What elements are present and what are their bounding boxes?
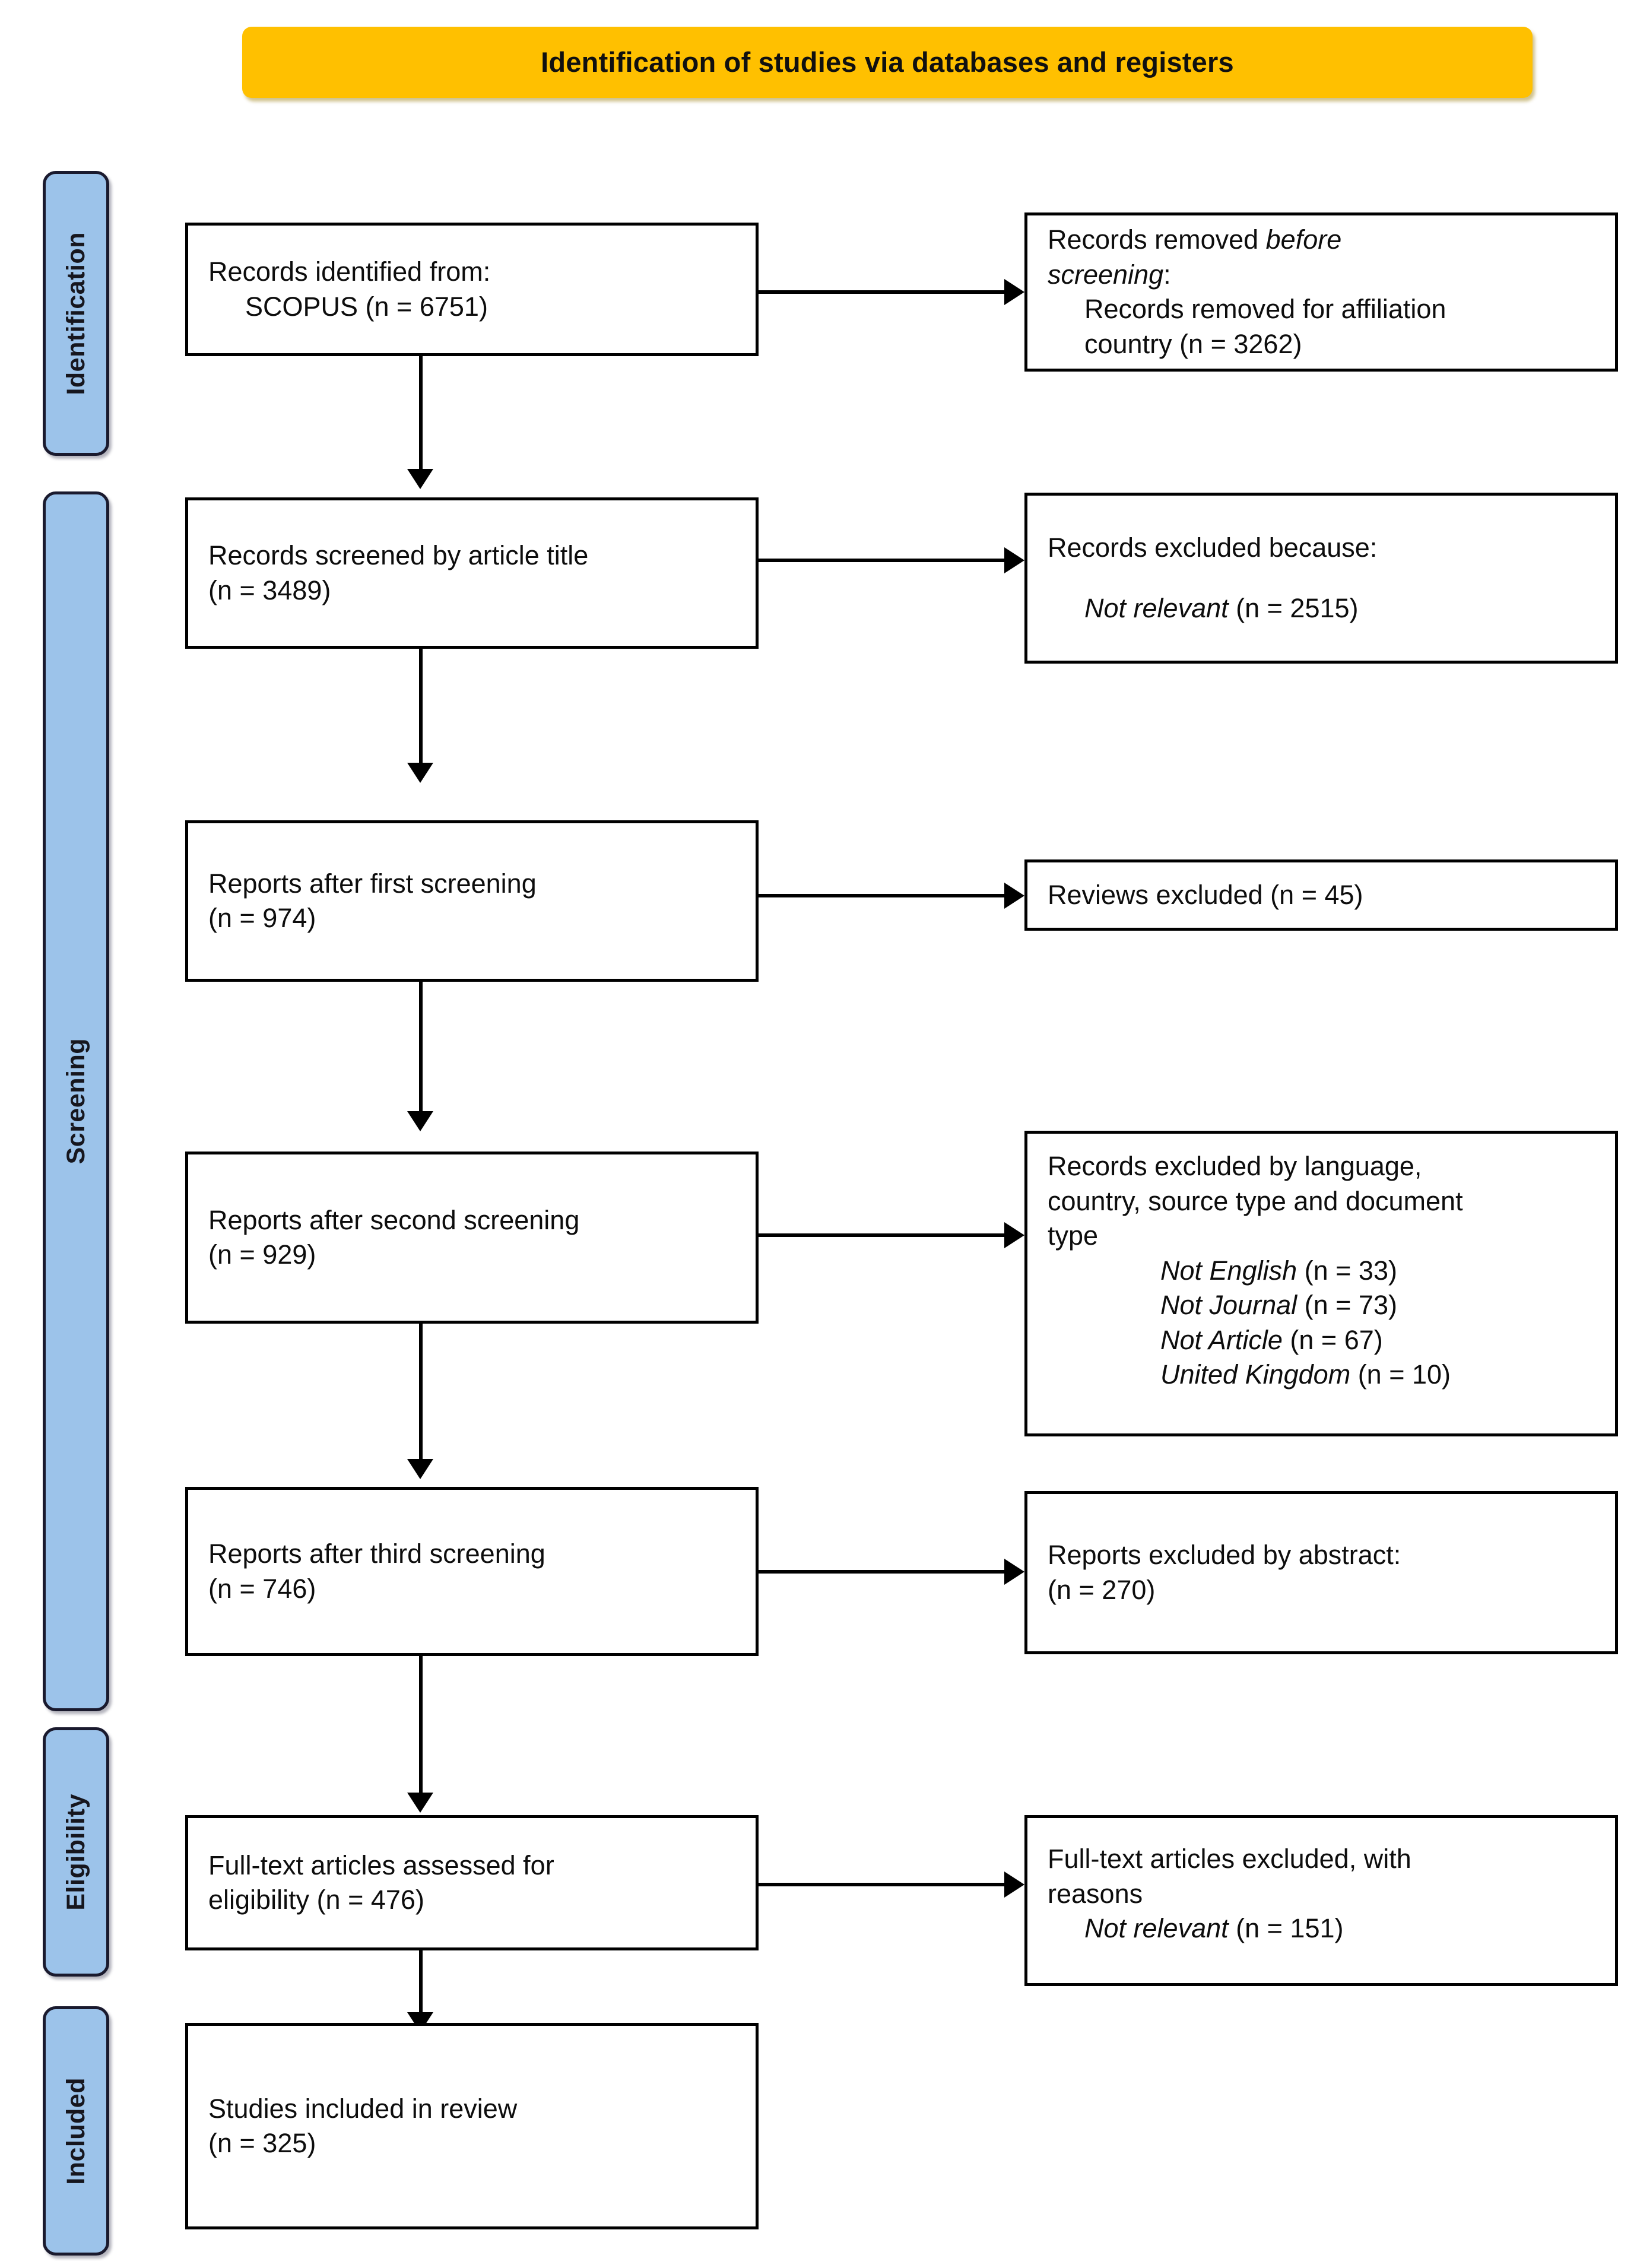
arrow-right-row1	[1004, 279, 1024, 305]
arrow-right-row4	[1004, 1222, 1024, 1248]
node-records-screened: Records screened by article title (n = 3…	[185, 497, 759, 649]
phase-bar-screening: Screening	[43, 491, 109, 1711]
records-identified-line1: Records identified from:	[208, 256, 491, 287]
records-excluded-lang-item1: Not English (n = 33)	[1160, 1255, 1397, 1286]
phase-label-screening: Screening	[61, 1038, 90, 1165]
records-removed-line1: Records removed before	[1048, 224, 1342, 255]
fulltext-excluded-line2: reasons	[1048, 1878, 1143, 1909]
connector-v-row3-row4	[419, 982, 423, 1123]
reports-second-line2: (n = 929)	[208, 1239, 316, 1270]
node-reports-third-screening: Reports after third screening (n = 746)	[185, 1487, 759, 1656]
reports-excluded-abstract-line2: (n = 270)	[1048, 1574, 1156, 1605]
node-records-excluded-language: Records excluded by language, country, s…	[1024, 1131, 1618, 1436]
diagram-header-banner: Identification of studies via databases …	[242, 27, 1533, 98]
node-fulltext-excluded: Full-text articles excluded, with reason…	[1024, 1815, 1618, 1986]
phase-bar-included: Included	[43, 2006, 109, 2256]
phase-label-eligibility: Eligibility	[61, 1793, 90, 1911]
records-excluded-lang-item3: Not Article (n = 67)	[1160, 1324, 1383, 1355]
connector-h-row6	[759, 1883, 1004, 1886]
phase-label-included: Included	[61, 2077, 90, 2185]
connector-v-row4-row5	[419, 1324, 423, 1471]
reports-third-line1: Reports after third screening	[208, 1539, 545, 1569]
arrow-down-row3-row4	[407, 1111, 433, 1131]
node-reviews-excluded: Reviews excluded (n = 45)	[1024, 859, 1618, 931]
records-removed-line3: Records removed for affiliation	[1084, 294, 1446, 324]
phase-label-identification: Identification	[61, 231, 90, 395]
reports-third-line2: (n = 746)	[208, 1573, 316, 1604]
fulltext-excluded-line3: Not relevant (n = 151)	[1084, 1913, 1344, 1943]
phase-bar-identification: Identification	[43, 171, 109, 456]
records-excluded-lang-line2: country, source type and document	[1048, 1185, 1463, 1216]
node-studies-included: Studies included in review (n = 325)	[185, 2023, 759, 2229]
records-excluded-lang-line3: type	[1048, 1220, 1099, 1251]
reports-excluded-abstract-line1: Reports excluded by abstract:	[1048, 1540, 1401, 1570]
records-identified-line2: SCOPUS (n = 6751)	[245, 291, 488, 322]
fulltext-excluded-line1: Full-text articles excluded, with	[1048, 1844, 1411, 1874]
node-reports-first-screening: Reports after first screening (n = 974)	[185, 820, 759, 982]
records-excluded-line2: Not relevant (n = 2515)	[1084, 593, 1359, 623]
connector-h-row2	[759, 559, 1004, 562]
arrow-right-row5	[1004, 1559, 1024, 1585]
connector-h-row5	[759, 1570, 1004, 1574]
banner-title: Identification of studies via databases …	[541, 46, 1234, 78]
records-removed-line4: country (n = 3262)	[1084, 328, 1302, 359]
arrow-down-row5-row6	[407, 1793, 433, 1813]
studies-included-line2: (n = 325)	[208, 2128, 316, 2158]
phase-bar-eligibility: Eligibility	[43, 1727, 109, 1977]
records-excluded-lang-item4: United Kingdom (n = 10)	[1160, 1359, 1451, 1390]
node-records-excluded-because: Records excluded because: Not relevant (…	[1024, 493, 1618, 664]
records-removed-line2: screening:	[1048, 259, 1171, 290]
node-records-identified: Records identified from: SCOPUS (n = 675…	[185, 223, 759, 356]
connector-v-row6-row7	[419, 1950, 423, 2029]
arrow-right-row2	[1004, 547, 1024, 573]
arrow-down-row2-row3	[407, 763, 433, 783]
arrow-down-row4-row5	[407, 1459, 433, 1479]
node-reports-second-screening: Reports after second screening (n = 929)	[185, 1152, 759, 1324]
reviews-excluded-line1: Reviews excluded (n = 45)	[1048, 879, 1363, 910]
arrow-right-row3	[1004, 883, 1024, 909]
connector-h-row4	[759, 1233, 1004, 1237]
fulltext-assessed-line2: eligibility (n = 476)	[208, 1885, 424, 1915]
connector-v-row2-row3	[419, 649, 423, 775]
connector-v-row5-row6	[419, 1656, 423, 1804]
node-fulltext-assessed: Full-text articles assessed for eligibil…	[185, 1815, 759, 1950]
connector-v-row1-row2	[419, 356, 423, 481]
records-excluded-lang-line1: Records excluded by language,	[1048, 1151, 1422, 1181]
reports-second-line1: Reports after second screening	[208, 1204, 580, 1235]
records-screened-line2: (n = 3489)	[208, 575, 331, 605]
node-reports-excluded-abstract: Reports excluded by abstract: (n = 270)	[1024, 1491, 1618, 1654]
connector-h-row3	[759, 894, 1004, 897]
reports-first-line1: Reports after first screening	[208, 868, 537, 899]
arrow-right-row6	[1004, 1872, 1024, 1898]
reports-first-line2: (n = 974)	[208, 903, 316, 933]
records-excluded-line1: Records excluded because:	[1048, 532, 1378, 563]
studies-included-line1: Studies included in review	[208, 2093, 518, 2124]
node-records-removed-before-screening: Records removed before screening: Record…	[1024, 212, 1618, 372]
records-screened-line1: Records screened by article title	[208, 540, 589, 570]
records-excluded-lang-item2: Not Journal (n = 73)	[1160, 1290, 1397, 1320]
arrow-down-row1-row2	[407, 469, 433, 489]
connector-h-row1	[759, 290, 1004, 294]
fulltext-assessed-line1: Full-text articles assessed for	[208, 1850, 554, 1880]
